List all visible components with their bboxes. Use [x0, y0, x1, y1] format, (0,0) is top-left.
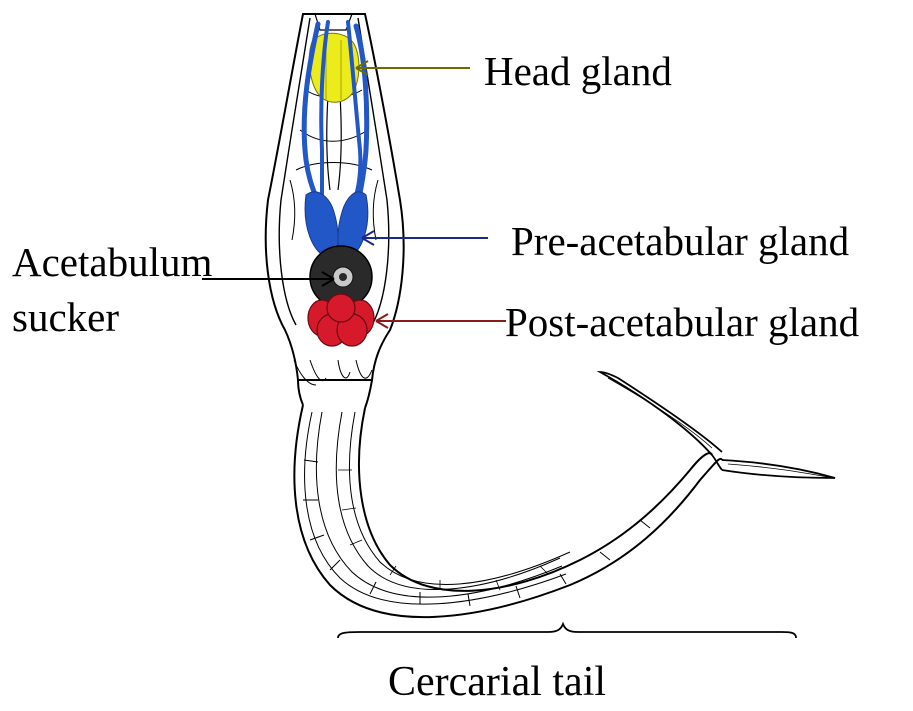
pre-acetabular-arrow: [362, 231, 488, 245]
cercarial-tail-label: Cercarial tail: [388, 661, 606, 703]
head-gland-arrow: [356, 61, 470, 75]
acetabulum-label-line1: Acetabulum: [12, 242, 212, 283]
post-acetabular-gland: [308, 294, 374, 346]
cercarial-tail-drawing: [294, 372, 835, 617]
acetabulum-label-line2: sucker: [12, 297, 119, 338]
post-acetabular-gland-label: Post-acetabular gland: [505, 302, 859, 343]
pre-acetabular-gland-label: Pre-acetabular gland: [511, 221, 849, 262]
tail-brace: [338, 624, 796, 638]
head-gland-label: Head gland: [484, 51, 672, 92]
